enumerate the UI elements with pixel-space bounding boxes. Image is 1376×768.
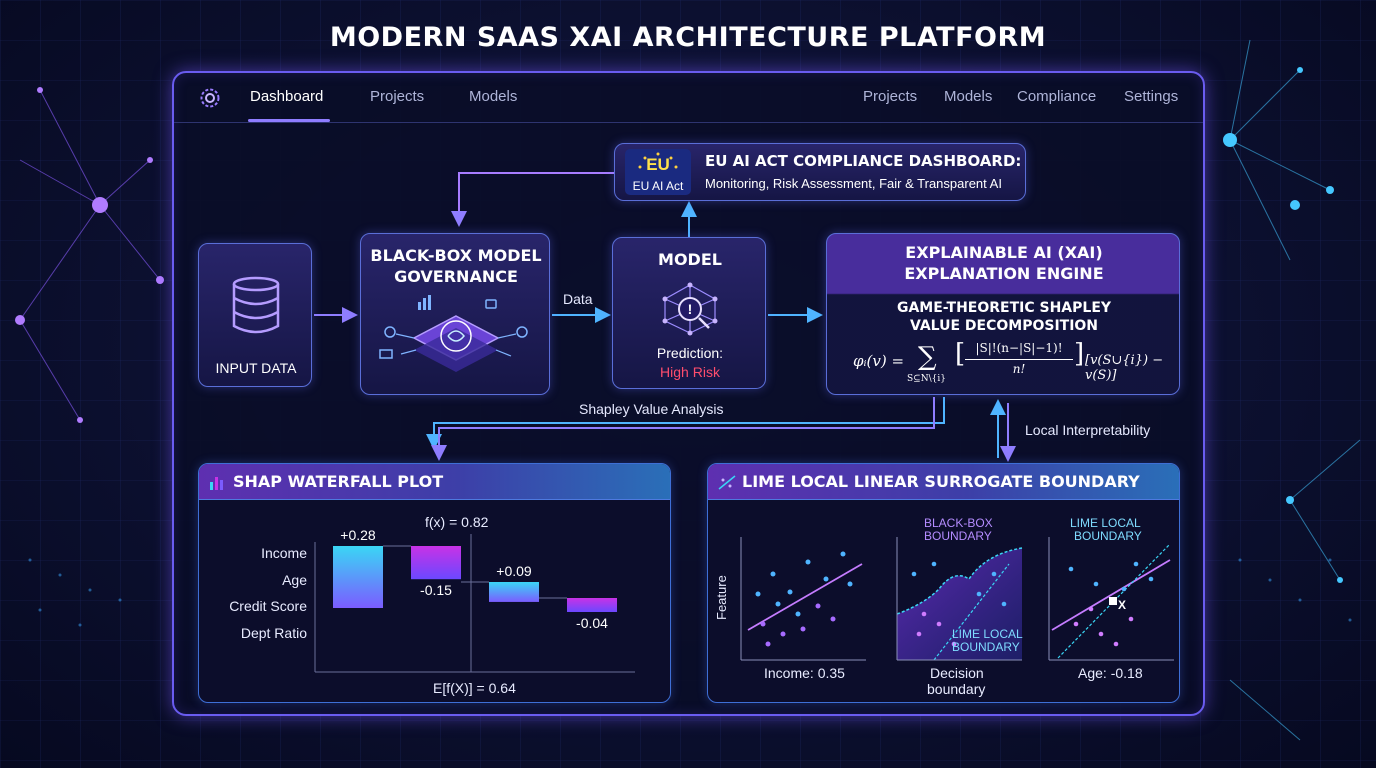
database-icon xyxy=(232,276,280,334)
xai-sub-line1: GAME-THEORETIC SHAPLEY xyxy=(896,300,1112,316)
shap-bar xyxy=(489,582,539,602)
lime-plot3-caption: Age: -0.18 xyxy=(1078,665,1143,681)
shap-fx-label: f(x) = 0.82 xyxy=(425,514,489,530)
nav-settings[interactable]: Settings xyxy=(1124,88,1179,105)
input-data-label: INPUT DATA xyxy=(215,360,297,376)
shap-value-label: +0.28 xyxy=(340,527,376,543)
shap-value-label: +0.09 xyxy=(496,563,532,579)
nav-active-indicator xyxy=(248,119,330,122)
xai-title-line1: EXPLAINABLE AI (XAI) xyxy=(905,243,1103,262)
nav-dashboard[interactable]: Dashboard xyxy=(250,88,324,105)
compliance-subtitle: Monitoring, Risk Assessment, Fair & Tran… xyxy=(705,176,1002,191)
formula-numerator: |S|!(n−|S|−1)! xyxy=(975,341,1063,355)
lime-plot2-caption-line2: boundary xyxy=(927,681,986,697)
governance-title-line2: GOVERNANCE xyxy=(394,267,518,286)
lime-plot3-label-line2: BOUNDARY xyxy=(1074,529,1142,543)
lime-local-plot-3 xyxy=(1048,537,1174,661)
xai-sub-line2: VALUE DECOMPOSITION xyxy=(909,318,1099,334)
eu-badge-caption: EU AI Act xyxy=(632,179,684,193)
shap-base-label: E[f(X)] = 0.64 xyxy=(433,680,516,696)
lime-bb-line1: BLACK-BOX xyxy=(924,516,993,530)
governance-card[interactable]: BLACK-BOX MODEL GOVERNANCE xyxy=(360,233,550,395)
eu-badge-code: EU xyxy=(646,155,670,174)
model-title: MODEL xyxy=(658,250,722,269)
brain-chip-icon xyxy=(379,295,528,372)
shap-category-label: Age xyxy=(282,572,307,588)
lime-scatter-plot-1 xyxy=(740,537,866,661)
shap-bar xyxy=(333,546,383,608)
shap-bar xyxy=(411,546,461,580)
compliance-card[interactable]: EU EU AI Act EU AI ACT COMPLIANCE DASHBO… xyxy=(614,143,1026,201)
formula-denominator: n! xyxy=(1012,362,1026,376)
shap-category-label: Income xyxy=(261,545,307,561)
nav-projects[interactable]: Projects xyxy=(370,88,425,105)
lime-panel-header: LIME LOCAL LINEAR SURROGATE BOUNDARY xyxy=(708,464,1179,500)
svg-text:!: ! xyxy=(688,301,693,317)
formula-under: S⊆N\{i} xyxy=(907,374,946,384)
page-title: MODERN SAAS XAI ARCHITECTURE PLATFORM xyxy=(329,22,1047,53)
input-data-card[interactable]: INPUT DATA xyxy=(198,243,312,387)
formula-sigma: ∑ xyxy=(918,342,937,372)
eu-flag-icon xyxy=(625,149,691,195)
lime-local-line1: LIME LOCAL xyxy=(952,627,1023,641)
xai-title-line2: EXPLANATION ENGINE xyxy=(904,264,1104,283)
shap-panel[interactable]: SHAP WATERFALL PLOT f(x) = 0.82 E[f(X)] … xyxy=(198,463,671,703)
shap-value-label: -0.04 xyxy=(576,615,608,631)
nav-models-right[interactable]: Models xyxy=(944,88,993,105)
lime-y-label: Feature xyxy=(714,575,729,620)
model-card[interactable]: MODEL ! Prediction: High Risk xyxy=(612,237,766,389)
shapley-flow-label: Shapley Value Analysis xyxy=(579,401,724,417)
lime-plot1-caption: Income: 0.35 xyxy=(764,665,845,681)
lime-panel-title: LIME LOCAL LINEAR SURROGATE BOUNDARY xyxy=(742,472,1140,491)
neural-network-warning-icon: ! xyxy=(662,282,718,336)
nav-compliance[interactable]: Compliance xyxy=(1017,88,1097,105)
nav-models[interactable]: Models xyxy=(469,88,518,105)
lime-plot3-point-label: X xyxy=(1118,598,1127,612)
shap-value-label: -0.15 xyxy=(420,582,452,598)
lime-local-line2: BOUNDARY xyxy=(952,640,1020,654)
app-window: Dashboard Projects Models Projects Model… xyxy=(172,71,1205,716)
scatter-trend-icon xyxy=(718,475,736,490)
shap-category-label: Dept Ratio xyxy=(241,625,307,641)
formula-rhs: [v(S∪{i}) − v(S)] xyxy=(1085,353,1164,383)
xai-engine-card[interactable]: EXPLAINABLE AI (XAI) EXPLANATION ENGINE … xyxy=(826,233,1180,395)
lime-plot2-caption-line1: Decision xyxy=(930,665,984,681)
shap-category-label: Credit Score xyxy=(229,598,307,614)
prediction-value: High Risk xyxy=(660,364,720,380)
lime-panel[interactable]: LIME LOCAL LINEAR SURROGATE BOUNDARY Fea… xyxy=(707,463,1180,703)
compliance-title: EU AI ACT COMPLIANCE DASHBOARD: xyxy=(705,152,1022,170)
governance-title-line1: BLACK-BOX MODEL xyxy=(370,246,542,265)
formula-lhs: φᵢ(v) = xyxy=(853,352,905,370)
shap-panel-title: SHAP WATERFALL PLOT xyxy=(233,472,444,491)
lime-boundary-plot-2 xyxy=(896,537,1023,661)
nav-projects-right[interactable]: Projects xyxy=(863,88,918,105)
bar-chart-icon xyxy=(210,477,223,490)
lime-bb-line2: BOUNDARY xyxy=(924,529,992,543)
local-interpretability-label: Local Interpretability xyxy=(1025,422,1151,438)
prediction-label: Prediction: xyxy=(656,345,724,361)
top-navbar: Dashboard Projects Models Projects Model… xyxy=(174,73,1203,123)
data-flow-label: Data xyxy=(563,291,593,307)
shap-panel-header: SHAP WATERFALL PLOT xyxy=(199,464,670,500)
flow-connectors xyxy=(314,172,1016,462)
shap-bar xyxy=(567,598,617,612)
gear-logo-icon[interactable] xyxy=(198,86,222,110)
shapley-formula: φᵢ(v) = ∑ S⊆N\{i} [ |S|!(n−|S|−1)! n! ] … xyxy=(827,339,1181,390)
lime-plot3-label-line1: LIME LOCAL xyxy=(1070,516,1141,530)
